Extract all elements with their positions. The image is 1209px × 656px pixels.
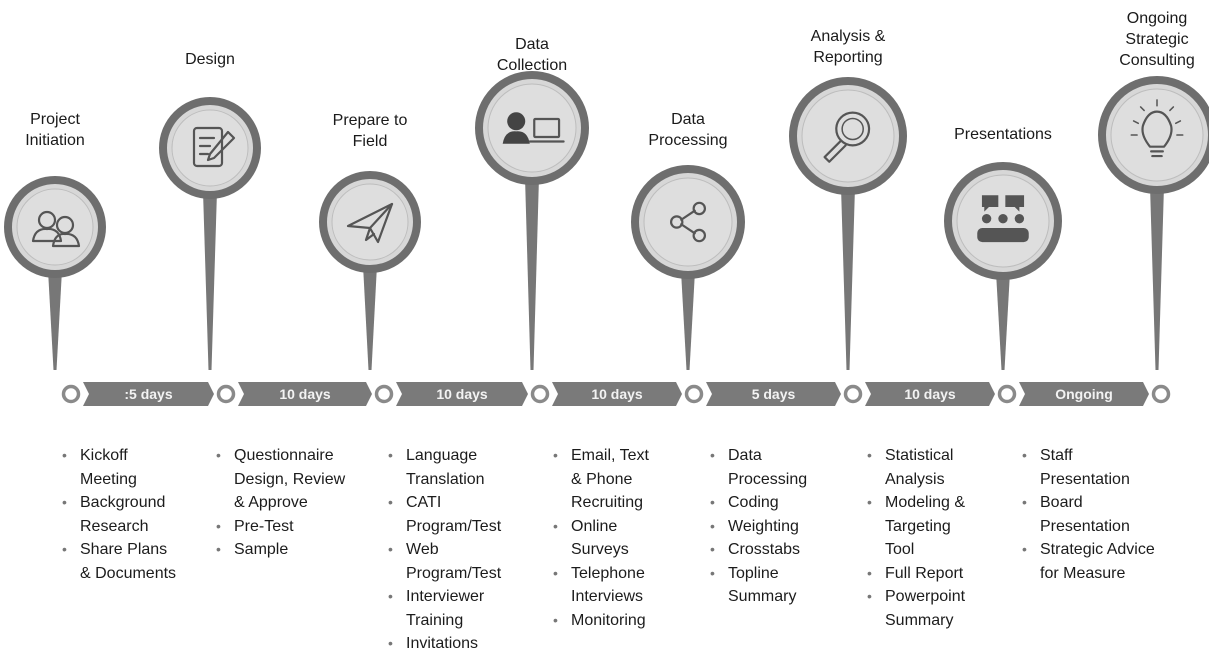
task-item: CATI Program/Test xyxy=(384,491,544,538)
pin-stem xyxy=(841,187,855,370)
milestone-dot xyxy=(61,384,81,404)
phase-pin xyxy=(159,97,261,370)
phase-title: Data Collection xyxy=(496,36,568,74)
phase-pin xyxy=(631,165,745,370)
task-item: Data Processing xyxy=(706,444,856,491)
duration-label: 10 days xyxy=(904,386,956,402)
task-item: Invitations xyxy=(384,632,544,656)
task-item: Modeling & Targeting Tool xyxy=(863,491,1013,562)
phase-task-list: Language TranslationCATI Program/TestWeb… xyxy=(384,444,544,656)
duration-label: Ongoing xyxy=(1055,386,1113,402)
task-item: Share Plans & Documents xyxy=(58,538,218,585)
document-pen-icon xyxy=(192,126,236,168)
paper-plane-icon xyxy=(346,202,394,244)
task-item: Background Research xyxy=(58,491,218,538)
milestone-dot xyxy=(843,384,863,404)
task-item: Pre-Test xyxy=(212,515,382,539)
duration-bar-segment xyxy=(1019,382,1149,406)
duration-bar-segment xyxy=(706,382,841,406)
pin-stem xyxy=(363,265,377,370)
pin-stem xyxy=(48,270,62,370)
task-item: Monitoring xyxy=(549,609,699,633)
phase-pin xyxy=(475,71,589,370)
task-item: Strategic Advice for Measure xyxy=(1018,538,1198,585)
task-item: Full Report xyxy=(863,562,1013,586)
task-item: Topline Summary xyxy=(706,562,856,609)
task-item: Crosstabs xyxy=(706,538,856,562)
task-item: Board Presentation xyxy=(1018,491,1198,538)
phase-title: Presentations xyxy=(954,126,1052,143)
task-item: Kickoff Meeting xyxy=(58,444,218,491)
phase-title: Design xyxy=(185,51,235,68)
milestone-dot xyxy=(216,384,236,404)
phase-task-list: Staff PresentationBoard PresentationStra… xyxy=(1018,444,1198,585)
task-item: Questionnaire Design, Review & Approve xyxy=(212,444,382,515)
milestone-dot xyxy=(530,384,550,404)
phase-task-list: Statistical AnalysisModeling & Targeting… xyxy=(863,444,1013,632)
phase-task-list: Email, Text & Phone RecruitingOnline Sur… xyxy=(549,444,699,632)
task-item: Powerpoint Summary xyxy=(863,585,1013,632)
pin-stem xyxy=(203,191,217,370)
task-item: Sample xyxy=(212,538,382,562)
phase-task-list: Questionnaire Design, Review & ApprovePr… xyxy=(212,444,382,562)
milestone-dot xyxy=(684,384,704,404)
people-icon xyxy=(31,210,81,248)
duration-bar-segment xyxy=(396,382,528,406)
phase-pin xyxy=(1098,76,1209,370)
duration-bar-segment xyxy=(83,382,214,406)
phase-pin xyxy=(944,162,1062,370)
task-item: Interviewer Training xyxy=(384,585,544,632)
phase-pin xyxy=(319,171,421,370)
phase-title: Analysis & Reporting xyxy=(810,28,886,66)
duration-label: 10 days xyxy=(436,386,488,402)
duration-bar-segment xyxy=(552,382,682,406)
magnifier-icon xyxy=(823,111,871,163)
phase-title: Prepare to Field xyxy=(332,112,408,150)
task-item: Web Program/Test xyxy=(384,538,544,585)
pin-stem xyxy=(681,271,695,370)
task-item: Weighting xyxy=(706,515,856,539)
task-item: Email, Text & Phone Recruiting xyxy=(549,444,699,515)
phase-task-list: Data ProcessingCodingWeightingCrosstabsT… xyxy=(706,444,856,609)
duration-label: 10 days xyxy=(591,386,643,402)
duration-label: :5 days xyxy=(124,386,173,402)
lightbulb-icon xyxy=(1130,99,1184,158)
phase-task-list: Kickoff MeetingBackground ResearchShare … xyxy=(58,444,218,585)
phase-title: Ongoing Strategic Consulting xyxy=(1119,10,1195,69)
milestone-dot xyxy=(997,384,1017,404)
task-item: Statistical Analysis xyxy=(863,444,1013,491)
share-nodes-icon xyxy=(669,201,707,243)
duration-label: 5 days xyxy=(751,386,796,402)
pin-stem xyxy=(1150,186,1164,370)
duration-label: 10 days xyxy=(279,386,331,402)
task-item: Staff Presentation xyxy=(1018,444,1198,491)
task-item: Online Surveys xyxy=(549,515,699,562)
pin-stem xyxy=(996,272,1010,370)
duration-bar-segment xyxy=(865,382,995,406)
headset-laptop-icon xyxy=(502,112,565,144)
task-item: Coding xyxy=(706,491,856,515)
phase-title: Project Initiation xyxy=(25,111,85,149)
phase-pin xyxy=(4,176,106,370)
milestone-dot xyxy=(1151,384,1171,404)
phase-pin xyxy=(789,77,907,370)
task-item: Language Translation xyxy=(384,444,544,491)
pin-stem xyxy=(525,177,539,370)
meeting-chat-icon xyxy=(977,195,1029,243)
duration-bar-segment xyxy=(238,382,372,406)
milestone-dot xyxy=(374,384,394,404)
phase-title: Data Processing xyxy=(648,111,728,149)
task-item: Telephone Interviews xyxy=(549,562,699,609)
